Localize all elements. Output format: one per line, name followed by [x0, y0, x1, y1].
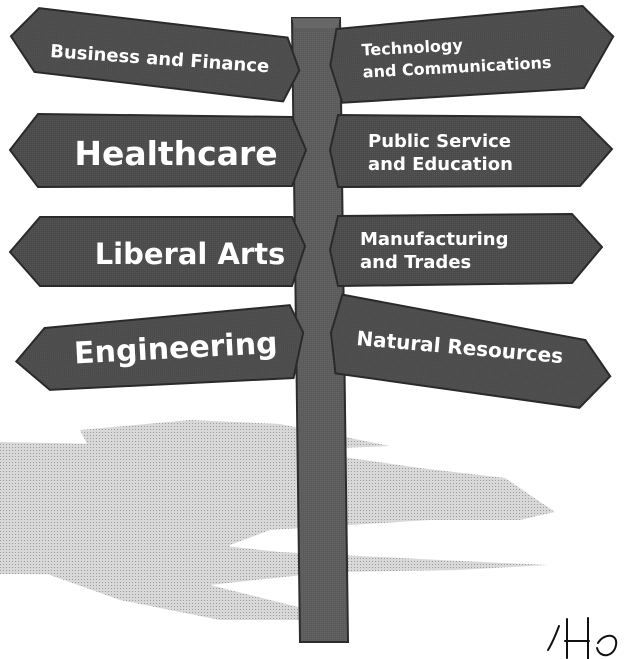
label-manufacturing: Manufacturing	[360, 229, 509, 250]
label-healthcare: Healthcare	[74, 134, 277, 173]
label-and-education: and Education	[368, 154, 513, 175]
left-signs: Business and Finance Healthcare Liberal …	[8, 7, 308, 391]
right-sign-technology-communications: Technology and Communications	[329, 5, 615, 104]
right-sign-manufacturing-trades: Manufacturing and Trades	[328, 212, 604, 288]
left-sign-healthcare: Healthcare	[8, 112, 308, 189]
left-sign-liberal-arts: Liberal Arts	[8, 216, 307, 287]
handwriting-mark	[547, 617, 618, 659]
label-public-service: Public Service	[368, 131, 511, 152]
right-sign-natural-resources: Natural Resources	[329, 293, 612, 409]
label-liberal-arts: Liberal Arts	[95, 237, 286, 271]
signpost-shadow	[0, 420, 555, 620]
left-sign-business-finance: Business and Finance	[9, 7, 301, 103]
right-sign-public-service-education: Public Service and Education	[328, 113, 614, 189]
label-and-trades: and Trades	[360, 252, 471, 273]
right-signs: Technology and Communications Public Ser…	[328, 5, 615, 409]
signpost-pole	[290, 17, 350, 643]
left-sign-engineering: Engineering	[14, 304, 305, 391]
